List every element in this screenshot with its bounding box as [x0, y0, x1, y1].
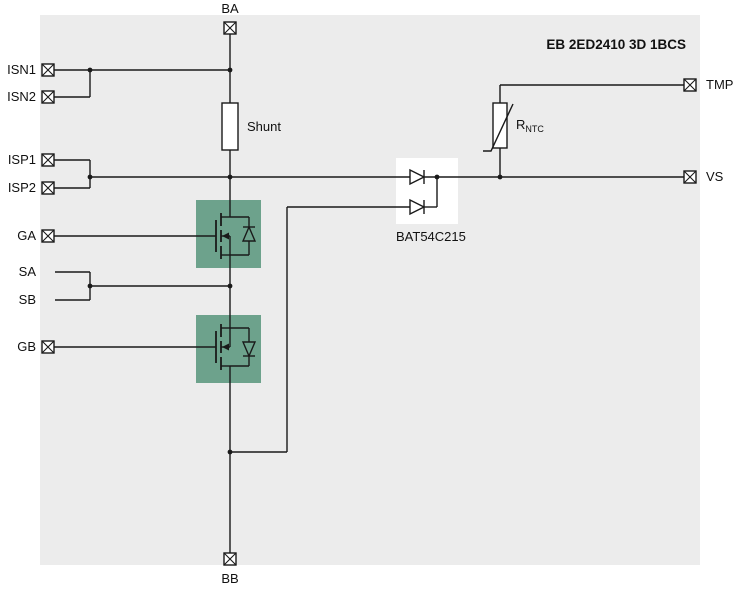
terminal-ba-x — [223, 21, 237, 35]
junction-dots — [87, 67, 503, 455]
terminal-bb-icon — [223, 552, 237, 566]
terminal-isn2-icon — [41, 90, 55, 104]
junction-isp-trunk — [227, 174, 233, 180]
terminal-isp1-x — [41, 153, 55, 167]
dual-diode — [409, 168, 426, 216]
terminal-isp2-x — [41, 181, 55, 195]
terminal-label-ba: BA — [221, 1, 239, 16]
board-area — [40, 15, 700, 565]
ntc-label-name: R — [516, 117, 525, 132]
terminal-label-isp1: ISP1 — [8, 152, 36, 167]
terminal-tmp-icon — [683, 78, 697, 92]
board-title: EB 2ED2410 3D 1BCS — [546, 37, 686, 52]
terminal-ga-x — [41, 229, 55, 243]
terminal-label-isn1: ISN1 — [7, 62, 36, 77]
diode-bottom-icon — [409, 198, 426, 216]
terminal-label-gb: GB — [17, 339, 36, 354]
diode-top-icon — [409, 168, 426, 186]
terminal-isp2-icon — [41, 181, 55, 195]
terminal-vs-icon — [683, 170, 697, 184]
terminal-label-vs: VS — [706, 169, 724, 184]
mosfet-b-body-diode-icon — [241, 341, 257, 358]
junction-ntc-vs — [497, 174, 503, 180]
terminal-label-bb: BB — [221, 571, 238, 586]
terminal-ga-icon — [41, 229, 55, 243]
mosfet-a — [215, 213, 257, 259]
terminal-tmp-x — [683, 78, 697, 92]
dual-diode-background — [396, 158, 458, 224]
ntc-label: RNTC — [516, 117, 544, 134]
terminal-ba-icon — [223, 21, 237, 35]
shunt-body — [221, 102, 239, 151]
terminal-label-tmp: TMP — [706, 77, 733, 92]
mosfet-b-arrow-icon — [222, 343, 229, 351]
shunt-label: Shunt — [247, 119, 281, 134]
terminal-label-sb: SB — [19, 292, 36, 307]
ntc-label-sub: NTC — [525, 124, 544, 134]
shunt-resistor — [221, 102, 239, 151]
terminal-isn2-x — [41, 90, 55, 104]
terminal-gb-icon — [41, 340, 55, 354]
terminal-label-sa: SA — [19, 264, 37, 279]
terminal-isp1-icon — [41, 153, 55, 167]
junction-sa-sb-bracket — [87, 283, 93, 289]
wires — [54, 34, 684, 553]
junction-common-source — [227, 283, 233, 289]
junction-diode-cathode — [434, 174, 440, 180]
mosfet-b — [215, 324, 257, 370]
ntc-body — [492, 102, 508, 149]
dual-diode-label: BAT54C215 — [396, 229, 466, 244]
junction-return — [227, 449, 233, 455]
mosfet-a-arrow-icon — [222, 232, 229, 240]
terminal-isn1-icon — [41, 63, 55, 77]
terminal-label-isp2: ISP2 — [8, 180, 36, 195]
terminal-vs-x — [683, 170, 697, 184]
terminal-isn1-x — [41, 63, 55, 77]
junction-isn-bracket — [87, 67, 93, 73]
terminal-label-isn2: ISN2 — [7, 89, 36, 104]
ntc-strike-icon — [483, 103, 514, 152]
terminal-gb-x — [41, 340, 55, 354]
ntc-resistor — [483, 102, 514, 152]
junction-isn-trunk — [227, 67, 233, 73]
junction-isp-bracket — [87, 174, 93, 180]
terminal-label-ga: GA — [17, 228, 36, 243]
terminal-bb-x — [223, 552, 237, 566]
